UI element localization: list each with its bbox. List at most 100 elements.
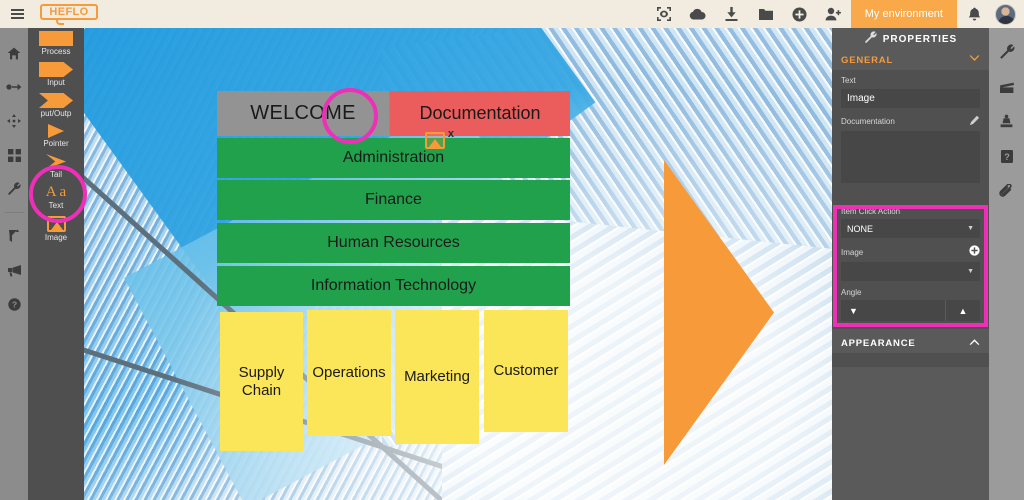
text-label: Text <box>841 76 856 85</box>
image-shape-icon <box>46 216 66 232</box>
home-icon[interactable] <box>0 36 28 70</box>
drag-ghost-image: x <box>425 129 454 151</box>
move-icon[interactable] <box>0 104 28 138</box>
shape-administration[interactable]: Administration <box>217 138 570 178</box>
palette-item-tail[interactable]: Tail <box>28 151 84 182</box>
palette-item-label: Tail <box>49 170 62 179</box>
image-options-body: Item Click Action NONE ▼ Image ▼ <box>832 202 989 329</box>
angle-control[interactable]: ▼ ▲ <box>841 300 980 321</box>
palette-item-label: put/Outp <box>40 109 72 118</box>
plus-circle-icon[interactable] <box>969 245 980 259</box>
properties-panel: PROPERTIES GENERAL Text Documentation <box>832 28 989 500</box>
cloud-icon[interactable] <box>681 0 715 28</box>
item-click-action-value: NONE <box>847 223 874 234</box>
palette-item-label: Image <box>44 233 68 242</box>
properties-panel-header: PROPERTIES <box>832 28 989 50</box>
sort-icon[interactable] <box>0 219 28 253</box>
shape-palette: Process Input put/Outp Pointer Tail A a … <box>28 28 84 500</box>
palette-item-process[interactable]: Process <box>28 28 84 59</box>
text-field-label: Text <box>841 76 980 85</box>
item-click-action-label-row: Item Click Action <box>841 207 980 216</box>
shape-welcome[interactable]: WELCOME <box>217 91 389 136</box>
clapperboard-icon[interactable] <box>989 69 1024 104</box>
pencil-icon[interactable] <box>969 115 980 128</box>
environment-button[interactable]: My environment <box>850 0 957 28</box>
palette-item-label: Process <box>41 47 71 56</box>
chevron-down-icon: ▼ <box>967 268 974 275</box>
triangle-up-icon[interactable]: ▲ <box>958 305 968 316</box>
shape-information-technology[interactable]: Information Technology <box>217 266 570 306</box>
top-bar: HEFLO <box>0 0 1024 28</box>
text-input[interactable] <box>841 89 980 108</box>
wrench-icon <box>864 31 877 47</box>
grid-icon[interactable] <box>0 138 28 172</box>
wrench-icon[interactable] <box>0 172 28 206</box>
documentation-textarea[interactable] <box>841 131 980 183</box>
image-label: Image <box>841 247 864 257</box>
shape-operations[interactable]: Operations <box>307 310 391 436</box>
properties-title: PROPERTIES <box>882 33 958 45</box>
help-circle-icon[interactable]: ? <box>0 287 28 321</box>
palette-item-input-output[interactable]: put/Outp <box>28 90 84 121</box>
triangle-down-icon[interactable]: ▼ <box>841 300 946 321</box>
section-label-general: GENERAL <box>841 54 894 66</box>
stamp-icon[interactable] <box>989 104 1024 139</box>
cursor-badge-icon: x <box>447 128 454 140</box>
documentation-field-label: Documentation <box>841 115 980 128</box>
avatar[interactable] <box>995 3 1016 25</box>
chevron-down-icon: ▼ <box>967 225 974 232</box>
palette-item-label: Input <box>47 78 65 87</box>
shape-human-resources[interactable]: Human Resources <box>217 223 570 263</box>
chevron-up-icon <box>969 338 980 349</box>
right-icon-rail: ? <box>989 28 1024 500</box>
scan-eye-icon[interactable] <box>647 0 681 28</box>
shape-marketing[interactable]: Marketing <box>395 310 479 444</box>
heflo-logo-text: HEFLO <box>40 4 98 20</box>
palette-item-text[interactable]: A a Text <box>28 182 84 213</box>
section-header-general[interactable]: GENERAL <box>832 50 989 70</box>
add-user-icon[interactable] <box>817 0 851 28</box>
appearance-section-body <box>832 353 989 367</box>
left-icon-rail: ? <box>0 28 28 500</box>
section-header-appearance[interactable]: APPEARANCE <box>832 333 989 353</box>
download-icon[interactable] <box>715 0 749 28</box>
text-shape-icon: A a <box>45 184 67 200</box>
chevron-down-icon <box>969 54 980 66</box>
palette-item-pointer[interactable]: Pointer <box>28 121 84 151</box>
rail-divider <box>4 212 24 213</box>
palette-item-image[interactable]: Image <box>28 213 84 245</box>
hamburger-icon[interactable] <box>0 9 34 19</box>
svg-text:?: ? <box>11 299 16 309</box>
flow-arrow-icon[interactable] <box>0 70 28 104</box>
shape-customer[interactable]: Customer <box>484 310 568 432</box>
item-click-action-select[interactable]: NONE ▼ <box>841 219 980 238</box>
palette-item-input[interactable]: Input <box>28 59 84 90</box>
megaphone-icon[interactable] <box>0 253 28 287</box>
image-field-label-row: Image <box>841 245 980 259</box>
section-label-appearance: APPEARANCE <box>841 337 916 349</box>
shape-documentation[interactable]: Documentation <box>390 91 570 136</box>
palette-item-label: Pointer <box>43 139 69 148</box>
item-click-action-label: Item Click Action <box>841 207 901 216</box>
bell-icon[interactable] <box>957 0 991 28</box>
plus-circle-icon[interactable] <box>783 0 817 28</box>
diagram-canvas[interactable]: WELCOME Documentation Administration Fin… <box>84 28 832 500</box>
pointer-shape-icon <box>48 124 64 138</box>
heflo-logo[interactable]: HEFLO <box>40 3 100 25</box>
shape-finance[interactable]: Finance <box>217 180 570 220</box>
paperclip-icon[interactable] <box>989 174 1024 209</box>
question-box-icon[interactable]: ? <box>989 139 1024 174</box>
angle-field-label-row: Angle <box>841 288 980 297</box>
input-shape-icon <box>39 62 73 77</box>
palette-item-label: Text <box>48 201 64 210</box>
wrench-icon[interactable] <box>989 34 1024 69</box>
documentation-label: Documentation <box>841 117 895 126</box>
image-select[interactable]: ▼ <box>841 262 980 281</box>
angle-label: Angle <box>841 288 862 297</box>
process-shape-icon <box>39 31 73 46</box>
general-section-body: Text Documentation <box>832 70 989 202</box>
folder-icon[interactable] <box>749 0 783 28</box>
shape-supply-chain[interactable]: Supply Chain <box>220 312 303 451</box>
image-shape-icon <box>425 132 445 149</box>
